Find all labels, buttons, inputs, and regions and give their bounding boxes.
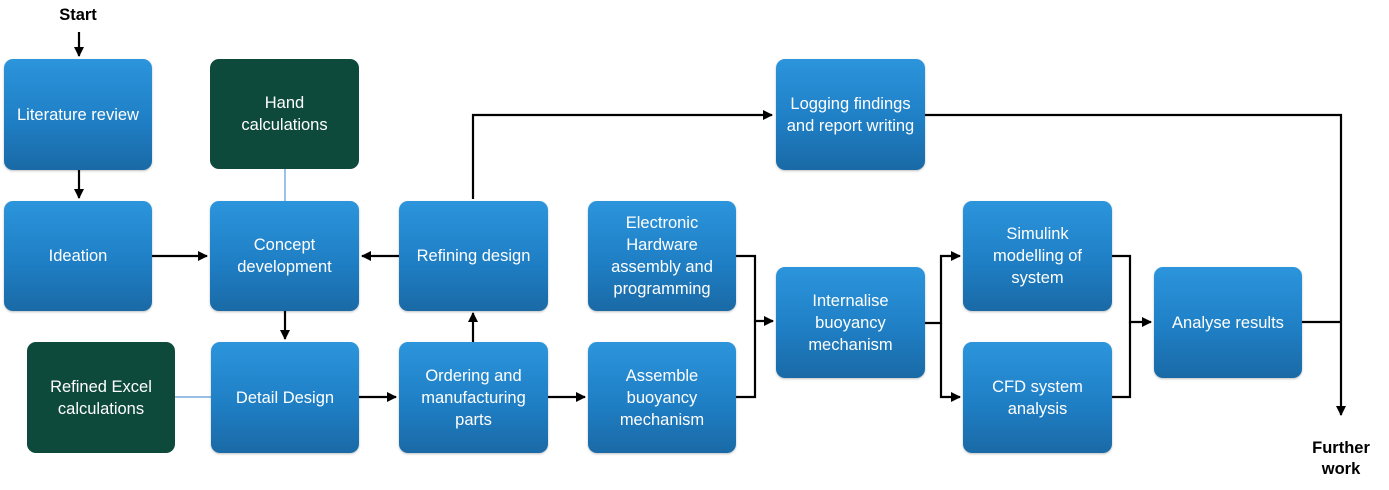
node-refining-design: Refining design xyxy=(399,201,548,311)
arrow-internalise-to-cfd xyxy=(939,323,961,402)
start-label: Start xyxy=(59,6,97,24)
node-refined-excel-calculations: Refined Excel calculations xyxy=(27,342,175,453)
node-ideation: Ideation xyxy=(4,201,152,311)
node-cfd-analysis: CFD system analysis xyxy=(963,342,1112,453)
arrow-refining-to-logging xyxy=(471,110,773,199)
node-electronic-hardware: Electronic Hardware assembly and program… xyxy=(588,201,736,311)
node-simulink-modelling: Simulink modelling of system xyxy=(963,201,1112,311)
node-ordering-parts: Ordering and manufacturing parts xyxy=(399,342,548,453)
arrow-simulink-to-analyse xyxy=(1111,254,1152,327)
arrow-internalise-to-simulink xyxy=(925,251,961,325)
line-cfd-to-junction xyxy=(1111,322,1132,399)
node-concept-development: Concept development xyxy=(210,201,359,311)
node-logging-findings: Logging findings and report writing xyxy=(776,59,925,170)
node-hand-calculations: Hand calculations xyxy=(210,59,359,169)
arrow-logging-to-end xyxy=(924,113,1346,416)
node-assemble-buoyancy: Assemble buoyancy mechanism xyxy=(588,342,736,453)
node-literature-review: Literature review xyxy=(4,59,152,170)
node-internalise-buoyancy: Internalise buoyancy mechanism xyxy=(776,267,925,378)
end-label: Further work xyxy=(1312,439,1370,478)
node-detail-design: Detail Design xyxy=(211,342,359,453)
arrow-electronic-to-internalise xyxy=(736,254,774,326)
line-assemble-to-junction xyxy=(736,321,757,399)
node-analyse-results: Analyse results xyxy=(1154,267,1302,378)
